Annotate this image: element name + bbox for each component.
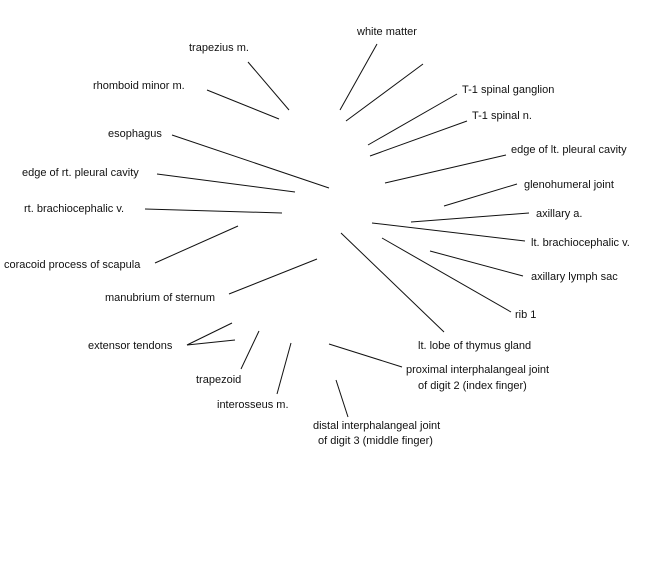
leader-manubrium [228, 258, 318, 295]
label-t1-spinal-nerve: T-1 spinal n. [472, 110, 532, 122]
leader-interosseus [276, 342, 292, 395]
label-rib-1: rib 1 [515, 309, 536, 321]
label-rt-brachiocephalic: rt. brachiocephalic v. [24, 203, 124, 215]
label-dip-joint-line1: distal interphalangeal joint [313, 420, 440, 432]
leader-rt-brachiocephalic [144, 208, 283, 214]
leader-lines [144, 43, 530, 418]
leader-dip-joint [335, 379, 349, 418]
leader-unlabeled-upper [345, 63, 424, 122]
leader-extensor-tendons-b [186, 339, 236, 346]
leader-lt-brachiocephalic [371, 222, 526, 242]
leader-trapezoid [240, 330, 260, 370]
leader-glenohumeral-joint [443, 183, 518, 207]
leader-white-matter [339, 43, 378, 111]
label-glenohumeral-joint: glenohumeral joint [524, 179, 614, 191]
leader-edge-rt-pleural [156, 173, 296, 193]
label-axillary-lymph-sac: axillary lymph sac [531, 271, 618, 283]
leader-coracoid-process [154, 225, 239, 264]
leader-trapezius [247, 61, 290, 111]
leader-rhomboid-minor [206, 89, 280, 120]
leader-esophagus [171, 134, 330, 189]
leader-axillary-lymph-sac [429, 250, 524, 277]
label-esophagus: esophagus [108, 128, 162, 140]
leader-pip-joint [328, 343, 403, 368]
leader-rib-1 [381, 237, 512, 313]
leader-t1-spinal-nerve [369, 120, 468, 157]
label-rhomboid-minor: rhomboid minor m. [93, 80, 185, 92]
label-pip-joint-line2: of digit 2 (index finger) [418, 380, 527, 392]
label-white-matter: white matter [356, 26, 417, 38]
label-t1-spinal-ganglion: T-1 spinal ganglion [462, 84, 554, 96]
label-pip-joint-line1: proximal interphalangeal joint [406, 364, 549, 376]
label-trapezius: trapezius m. [189, 42, 249, 54]
label-interosseus: interosseus m. [217, 399, 289, 411]
label-trapezoid: trapezoid [196, 374, 241, 386]
label-manubrium: manubrium of sternum [105, 292, 215, 304]
label-axillary-artery: axillary a. [536, 208, 582, 220]
anatomy-labels: white matter trapezius m. rhomboid minor… [4, 26, 630, 447]
label-lt-thymus-lobe: lt. lobe of thymus gland [418, 340, 531, 352]
label-dip-joint-line2: of digit 3 (middle finger) [318, 435, 433, 447]
label-lt-brachiocephalic: lt. brachiocephalic v. [531, 237, 630, 249]
label-coracoid-process: coracoid process of scapula [4, 259, 141, 271]
leader-lt-thymus-lobe [340, 232, 445, 333]
leader-t1-spinal-ganglion [367, 93, 458, 146]
leader-axillary-artery [410, 212, 530, 223]
leader-extensor-tendons-a [186, 322, 233, 346]
label-extensor-tendons: extensor tendons [88, 340, 173, 352]
leader-edge-lt-pleural [384, 154, 507, 184]
label-edge-lt-pleural: edge of lt. pleural cavity [511, 144, 627, 156]
label-edge-rt-pleural: edge of rt. pleural cavity [22, 167, 139, 179]
